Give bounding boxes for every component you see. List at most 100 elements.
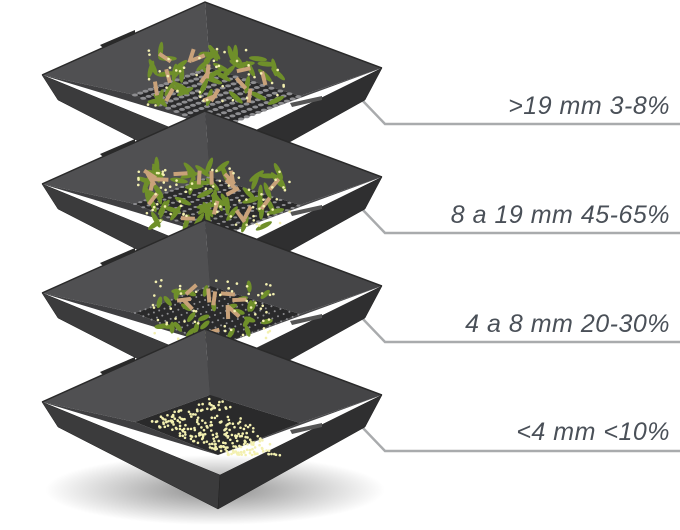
- grain-particle: [242, 443, 246, 446]
- grain-particle: [162, 181, 166, 184]
- grain-particle: [245, 431, 248, 435]
- stalk-piece: [260, 70, 268, 86]
- grain-particle: [194, 435, 198, 438]
- grain-particle: [159, 186, 163, 189]
- forage-leaf: [255, 221, 272, 231]
- grain-particle: [218, 400, 221, 404]
- stalk-piece: [196, 170, 202, 185]
- tier-4-label: <4 mm <10%: [516, 418, 670, 446]
- forage-leaf: [156, 296, 163, 309]
- grain-particle: [247, 73, 251, 76]
- grain-particle: [168, 185, 172, 189]
- grain-particle: [262, 198, 265, 201]
- stalk-piece: [259, 196, 272, 211]
- grain-particle: [182, 213, 185, 216]
- grain-particle: [158, 425, 161, 428]
- grain-particle: [211, 407, 214, 410]
- grain-particle: [252, 219, 256, 222]
- stalk-piece: [225, 186, 240, 197]
- grain-particle: [208, 446, 212, 449]
- grain-particle: [160, 279, 163, 282]
- grain-particle: [177, 409, 181, 412]
- grain-particle: [259, 72, 263, 75]
- grain-particle: [258, 437, 262, 441]
- stalk-piece: [154, 177, 169, 182]
- grain-particle: [252, 214, 255, 218]
- grain-particle: [259, 307, 263, 310]
- grain-particle: [226, 280, 229, 283]
- grain-particle: [162, 417, 165, 421]
- grain-particle: [244, 435, 247, 439]
- grain-particle: [232, 450, 235, 454]
- grain-particle: [155, 202, 159, 206]
- leader-line: [361, 317, 680, 344]
- grain-particle: [195, 420, 199, 424]
- tier-1-label: >19 mm 3-8%: [508, 92, 670, 120]
- grain-particle: [166, 74, 170, 78]
- forage-leaf: [186, 327, 196, 337]
- grain-particle: [211, 433, 215, 437]
- grain-particle: [205, 407, 209, 411]
- forage-leaf: [257, 61, 276, 67]
- grain-particle: [189, 427, 193, 431]
- grain-particle: [170, 419, 174, 423]
- forage-leaf: [267, 96, 285, 105]
- grain-particle: [238, 444, 241, 448]
- grain-particle: [218, 179, 222, 183]
- grain-particle: [266, 213, 270, 216]
- forage-leaf: [249, 91, 267, 101]
- forage-leaf: [147, 60, 155, 78]
- forage-leaf: [154, 323, 167, 330]
- grain-particle: [262, 204, 266, 208]
- forage-leaf: [242, 316, 251, 327]
- grain-particle: [210, 446, 214, 450]
- grain-particle: [200, 426, 203, 429]
- handle: [290, 205, 322, 216]
- grain-particle: [205, 440, 209, 443]
- grain-particle: [153, 331, 156, 335]
- grain-particle: [253, 446, 257, 449]
- sieve-tray-1: [41, 1, 680, 183]
- grain-particle: [166, 424, 170, 427]
- grain-particle: [178, 432, 182, 435]
- grain-particle: [239, 417, 242, 420]
- forage-leaf: [180, 303, 192, 312]
- grain-particle: [244, 424, 247, 427]
- grain-particle: [226, 423, 230, 426]
- forage-leaf: [193, 322, 200, 334]
- grain-particle: [191, 439, 195, 443]
- grain-particle: [219, 205, 222, 208]
- grain-particle: [204, 187, 208, 190]
- grain-particle: [209, 424, 212, 427]
- grain-particle: [217, 403, 220, 407]
- grain-particle: [216, 210, 219, 214]
- forage-leaf: [214, 160, 230, 173]
- grain-particle: [244, 453, 247, 457]
- grain-particle: [245, 223, 248, 227]
- grain-particle: [235, 446, 238, 449]
- forage-leaf: [174, 196, 192, 206]
- grain-particle: [265, 310, 268, 314]
- grain-particle: [252, 441, 256, 444]
- grain-particle: [185, 214, 188, 218]
- grain-particle: [247, 292, 251, 296]
- forage-leaf: [173, 321, 183, 332]
- grain-particle: [276, 68, 280, 72]
- grain-particle: [269, 284, 272, 287]
- sieve-tray-4: [41, 328, 680, 510]
- forage-leaf: [236, 61, 255, 67]
- grain-particle: [201, 433, 205, 436]
- grain-particle: [212, 59, 216, 63]
- grain-particle: [190, 415, 193, 418]
- grain-particle: [272, 292, 275, 296]
- grain-particle: [190, 182, 194, 185]
- grain-particle: [174, 69, 178, 72]
- forage-leaf: [208, 44, 219, 62]
- grain-particle: [245, 299, 249, 303]
- handle: [100, 139, 135, 157]
- grain-particle: [155, 171, 159, 175]
- grain-particle: [206, 426, 209, 429]
- forage-leaf: [155, 187, 163, 205]
- forage-leaf: [172, 81, 189, 92]
